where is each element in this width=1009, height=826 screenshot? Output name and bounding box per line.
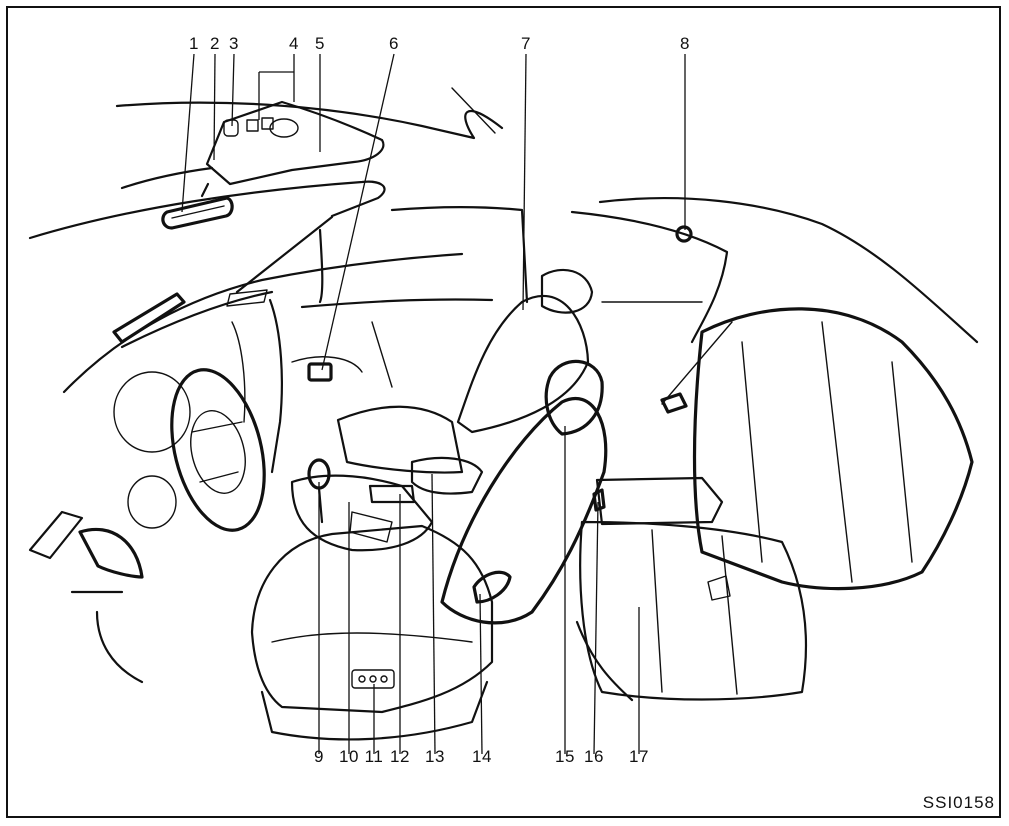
power-seat-switches (351, 669, 395, 689)
seat-switch-a (358, 675, 366, 683)
sunroof-edge (451, 87, 496, 134)
steering-wheel-rim (170, 368, 266, 532)
rear-seatbelt-buckle (660, 392, 688, 414)
map-lamp-switch (223, 119, 239, 137)
interior-diagram: 1 2 3 4 5 6 7 8 9 10 11 12 13 14 15 16 1… (6, 6, 1001, 818)
front-armrest (410, 456, 484, 495)
callout-16: 16 (584, 747, 604, 766)
overhead-console-housing (205, 100, 385, 186)
sunroof-switch-b (261, 117, 274, 130)
mirror-stem (200, 182, 210, 198)
rear-center-armrest (595, 476, 724, 526)
driver-seatback (440, 396, 608, 625)
callout-9: 9 (314, 747, 324, 766)
knee-bolster-knob (127, 475, 177, 529)
roof-rear-edge (598, 197, 979, 344)
recline-lever (472, 570, 512, 604)
door-armrest (291, 356, 363, 373)
callout-5: 5 (315, 34, 325, 53)
rearview-mirror-body (161, 196, 234, 230)
rear-seat-cushion (579, 520, 807, 701)
console-cup-holder (368, 484, 416, 504)
rearview-mirror-glass (171, 205, 225, 219)
door-pocket-lower (95, 610, 144, 684)
leader-lines (181, 53, 686, 755)
windshield-top-edge (115, 101, 504, 140)
center-console (290, 474, 434, 552)
center-stack-edge (268, 298, 283, 474)
callout-14: 14 (472, 747, 492, 766)
dashboard-top-inner (120, 290, 274, 349)
vehicle-interior-drawing (28, 53, 979, 755)
sunroof-switch-a (246, 119, 259, 132)
center-stack-panel (231, 321, 246, 423)
dashboard-top (62, 252, 464, 394)
a-pillar-left (235, 215, 334, 294)
windshield-bottom-edge (28, 180, 386, 240)
driver-headrest (544, 359, 604, 436)
power-window-switch (307, 362, 333, 382)
front-door-beltline (300, 298, 494, 309)
rear-floor-edge (575, 620, 634, 702)
rear-seatbelt (661, 321, 733, 405)
side-vent (28, 510, 84, 560)
callout-1: 1 (189, 34, 199, 53)
callout-6: 6 (389, 34, 399, 53)
seatbelt-front (371, 321, 393, 388)
callout-10: 10 (339, 747, 359, 766)
callout-17: 17 (629, 747, 649, 766)
front-door-window-frame (390, 205, 529, 304)
callout-15: 15 (555, 747, 575, 766)
rear-cushion-stitching (651, 529, 738, 695)
front-passenger-headrest (540, 268, 594, 314)
rear-seatback (692, 307, 974, 591)
driver-seat-base (260, 680, 489, 741)
front-window-left (318, 228, 324, 304)
figure-code: SSI0158 (922, 793, 995, 812)
callout-11: 11 (364, 747, 384, 766)
callout-8: 8 (680, 34, 690, 53)
callout-7: 7 (521, 34, 531, 53)
callout-2: 2 (210, 34, 220, 53)
instrument-cluster (113, 371, 191, 453)
callout-4: 4 (289, 34, 299, 53)
callout-3: 3 (229, 34, 239, 53)
rear-assist-grip (675, 225, 693, 243)
rear-seat-latch (707, 575, 731, 601)
seat-switch-c (380, 675, 388, 683)
door-speaker-trim (78, 527, 144, 579)
rear-seat-lever (592, 488, 606, 512)
roof-liner (120, 166, 214, 190)
seat-switch-b (369, 675, 377, 683)
driver-seat-cushion-stitch (271, 632, 473, 643)
steering-wheel-hub (190, 410, 246, 494)
dash-vent-center (226, 289, 268, 307)
callout-13: 13 (425, 747, 445, 766)
front-passenger-seat-cushion (336, 405, 464, 474)
rear-door-window-frame (570, 210, 729, 344)
steering-wheel-spokes (191, 421, 243, 483)
front-passenger-seatback (456, 294, 590, 434)
overhead-lamp (269, 118, 299, 138)
driver-seat-cushion (250, 524, 494, 714)
dash-vent-left (112, 292, 186, 344)
parking-brake (349, 511, 393, 543)
callout-12: 12 (390, 747, 410, 766)
rear-seatback-stitching (741, 321, 913, 583)
